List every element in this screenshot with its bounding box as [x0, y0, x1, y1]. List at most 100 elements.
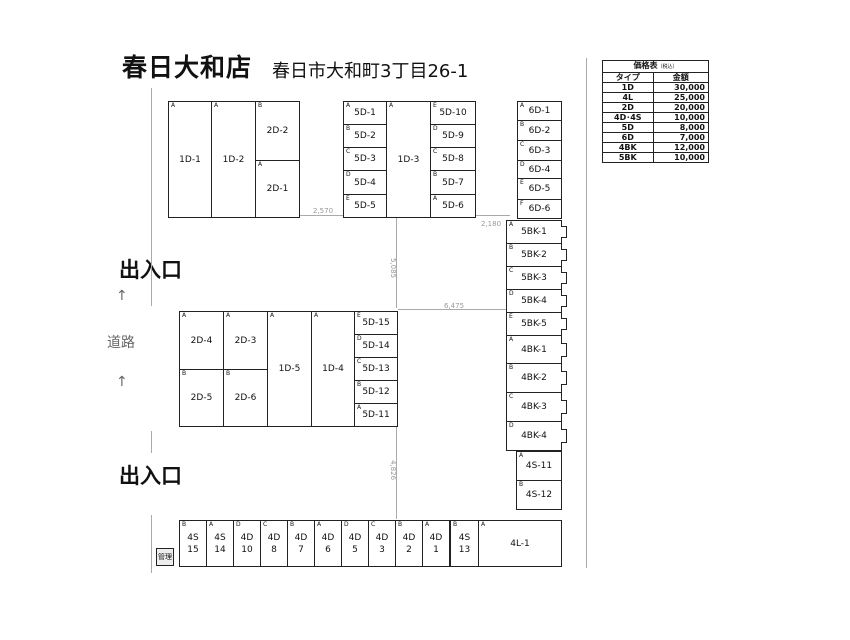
storage-unit[interactable]: B 2D-2 — [255, 101, 300, 161]
unit-name-label: 4D 5 — [348, 532, 362, 555]
unit-name-label: 4D 1 — [429, 532, 443, 555]
unit-type-label: A — [182, 312, 187, 319]
unit-name-label: 6D-5 — [528, 184, 551, 194]
unit-type-label: A — [270, 312, 275, 319]
unit-type-label: B — [509, 364, 514, 371]
unit-name-label: 4BK-3 — [521, 402, 547, 412]
unit-type-label: B — [453, 521, 458, 528]
unit-name-label: 5D-2 — [354, 131, 376, 141]
unit-name-label: 5D-13 — [362, 364, 390, 374]
unit-type-label: E — [346, 195, 350, 202]
storage-unit[interactable]: A 2D-4 — [179, 311, 224, 370]
unit-name-label: 5BK-4 — [521, 296, 547, 306]
notch — [561, 295, 567, 307]
unit-name-label: 4D 3 — [375, 532, 389, 555]
unit-type-label: C — [433, 148, 438, 155]
storage-unit[interactable]: E 5D-5 — [343, 194, 387, 218]
unit-type-label: B — [433, 171, 438, 178]
unit-name-label: 5D-1 — [354, 108, 376, 118]
unit-type-label: D — [520, 161, 525, 168]
price-header-type: タイプ — [602, 72, 654, 83]
unit-type-label: D — [357, 335, 362, 342]
unit-type-label: B — [398, 521, 403, 528]
unit-name-label: 6D-4 — [528, 164, 551, 175]
unit-name-label: 2D-4 — [190, 335, 213, 346]
storage-unit[interactable]: A 1D-1 — [168, 101, 212, 218]
dimension-label: 2,570 — [313, 207, 334, 215]
unit-type-label: A — [317, 521, 322, 528]
unit-name-label: 5D-8 — [442, 154, 464, 164]
unit-name-label: 4S-11 — [525, 461, 553, 471]
unit-type-label: A — [258, 161, 263, 168]
unit-name-label: 5D-3 — [354, 154, 376, 164]
unit-type-label: A — [226, 312, 231, 319]
boundary-line-left-lower — [151, 515, 152, 573]
unit-type-label: C — [346, 148, 351, 155]
storage-unit[interactable]: A 1D-2 — [211, 101, 256, 218]
unit-name-label: 2D-2 — [266, 126, 289, 136]
storage-unit[interactable]: A 2D-1 — [255, 160, 300, 218]
entrance-label-upper: 出入口 — [119, 258, 182, 282]
unit-type-label: C — [509, 267, 514, 274]
dimension-label: 2,180 — [481, 220, 502, 228]
unit-name-label: 4D 8 — [267, 532, 281, 555]
unit-type-label: A — [519, 452, 524, 459]
unit-name-label: 5D-5 — [354, 201, 376, 211]
unit-name-label: 5D-14 — [362, 341, 390, 351]
unit-name-label: 5BK-5 — [521, 319, 547, 329]
storage-unit[interactable]: C 5D-8 — [430, 147, 476, 171]
unit-name-label: 4S 15 — [187, 532, 199, 555]
road-arrow-lower: ↑ — [116, 374, 128, 390]
store-title: 春日大和店 — [122, 53, 253, 82]
